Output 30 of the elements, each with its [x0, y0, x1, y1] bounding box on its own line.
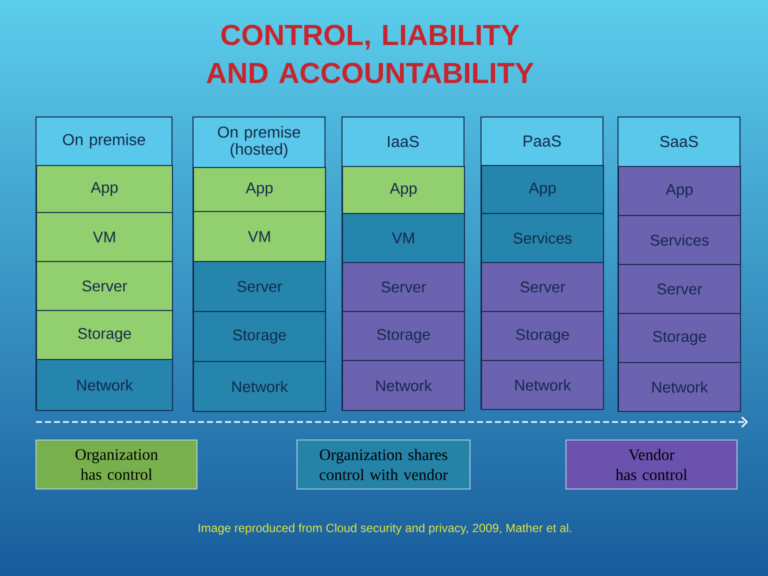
layer-cell: Storage — [618, 313, 741, 363]
layer-cell: Network — [193, 361, 326, 412]
layer-cell: Storage — [36, 310, 173, 360]
layer-cell: VM — [36, 212, 173, 262]
caption: Image reproduced from Cloud security and privacy, 2009, Mather et al. — [198, 523, 572, 535]
layer-cell: Server — [193, 261, 326, 312]
title: CONTROL, LIABILITY AND ACCOUNTABILITY — [206, 24, 534, 84]
layer-cell: Storage — [193, 311, 326, 362]
layer-cell: App — [36, 165, 173, 213]
layer-cell: Network — [481, 360, 604, 410]
legend-box: Vendor has control — [566, 440, 738, 490]
layer-cell: App — [193, 167, 326, 212]
layer-cell: Network — [36, 359, 173, 411]
layer-cell: Server — [36, 261, 173, 311]
layer-cell: Network — [618, 362, 741, 412]
layer-cell: Server — [342, 262, 465, 312]
layer-cell: VM — [193, 211, 326, 262]
layer-cell: Services — [481, 213, 604, 263]
layer-cell: App — [618, 166, 741, 216]
layer-cell: Network — [342, 360, 465, 411]
legend-box: Organization has control — [36, 440, 198, 490]
layer-cell: Services — [618, 215, 741, 265]
layer-cell: Storage — [481, 311, 604, 361]
legend-box: Organization shares control with vendor — [296, 440, 470, 490]
layer-cell: Server — [618, 264, 741, 314]
layer-cell: App — [481, 165, 604, 214]
layer-cell: VM — [342, 213, 465, 263]
layer-cell: Storage — [342, 311, 465, 361]
layer-cell: Server — [481, 262, 604, 312]
layer-cell: App — [342, 166, 465, 214]
